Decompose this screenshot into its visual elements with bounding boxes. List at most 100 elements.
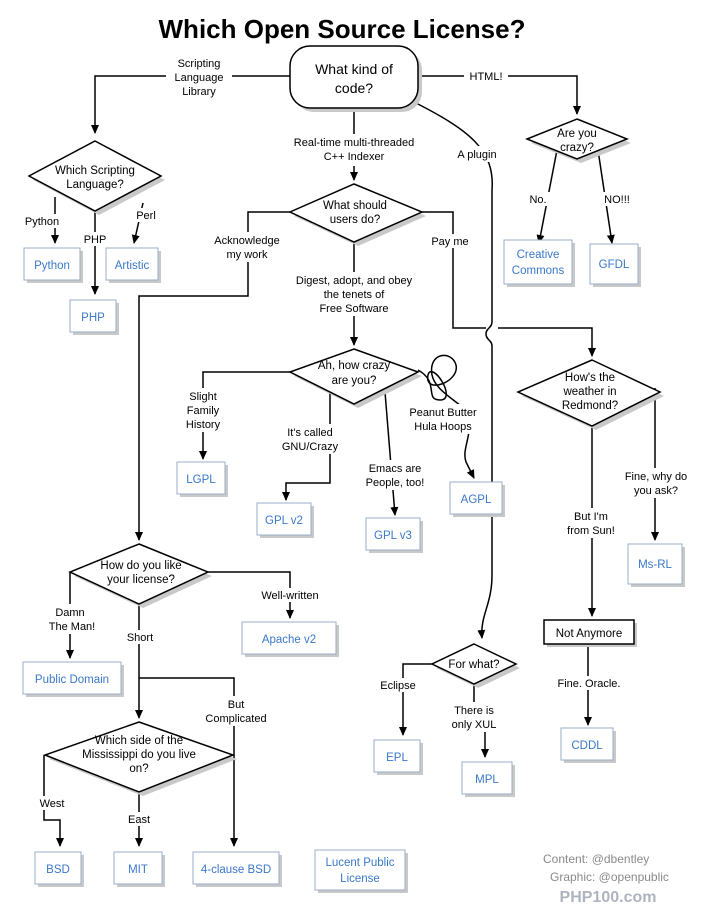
svg-text:Language?: Language? xyxy=(66,179,124,191)
svg-text:users do?: users do? xyxy=(330,214,381,226)
label-perl: Perl xyxy=(136,210,156,222)
label-acknowledge: Acknowledge xyxy=(214,235,279,247)
label-scripting-library: Scripting xyxy=(178,58,221,70)
svg-text:Python: Python xyxy=(34,260,70,272)
license-lgpl-box: LGPL xyxy=(176,461,228,497)
label-from-sun: But I'm xyxy=(574,511,608,523)
license-apache-v2-box: Apache v2 xyxy=(241,621,339,657)
svg-text:MPL: MPL xyxy=(475,774,499,786)
label-digest-adopt-obey: Digest, adopt, and obey xyxy=(296,275,413,287)
license-artistic-box: Artistic xyxy=(105,247,161,283)
license-epl-box: EPL xyxy=(373,739,423,775)
svg-text:from Sun!: from Sun! xyxy=(567,525,615,537)
license-mit-box: MIT xyxy=(113,851,165,887)
svg-text:Apache v2: Apache v2 xyxy=(262,634,316,646)
start-node-what-kind-of-code: What kind of code? xyxy=(289,45,422,112)
svg-text:my work: my work xyxy=(227,249,268,261)
license-agpl-box: AGPL xyxy=(449,481,505,517)
svg-text:MIT: MIT xyxy=(128,864,148,876)
svg-text:only XUL: only XUL xyxy=(452,719,497,731)
decision-which-side-of-mississippi: Which side of the Mississippi do you liv… xyxy=(42,721,237,796)
svg-text:4-clause BSD: 4-clause BSD xyxy=(201,864,271,876)
svg-text:crazy?: crazy? xyxy=(560,142,594,154)
license-bsd-box: BSD xyxy=(34,851,84,887)
label-short: Short xyxy=(127,632,153,644)
license-gplv2-box: GPL v2 xyxy=(256,502,314,538)
svg-text:GPL v2: GPL v2 xyxy=(265,515,303,527)
svg-text:Artistic: Artistic xyxy=(115,260,150,272)
label-east: East xyxy=(128,814,150,826)
decision-for-what: For what? xyxy=(430,643,520,688)
svg-text:AGPL: AGPL xyxy=(461,494,492,506)
svg-text:What kind of: What kind of xyxy=(315,61,393,77)
label-damn-the-man: Damn xyxy=(55,607,84,619)
license-cddl-box: CDDL xyxy=(560,727,616,763)
license-4-clause-bsd-box: 4-clause BSD xyxy=(192,851,282,887)
label-fine-why: Fine, why do xyxy=(625,471,687,483)
svg-text:you ask?: you ask? xyxy=(634,485,678,497)
license-msrl-box: Ms-RL xyxy=(627,543,685,587)
decision-which-scripting-language: Which Scripting Language? xyxy=(27,140,165,215)
label-python: Python xyxy=(25,216,59,228)
label-fine-oracle: Fine. Oracle. xyxy=(558,678,621,690)
svg-text:How do you like: How do you like xyxy=(100,560,181,572)
svg-text:Public Domain: Public Domain xyxy=(35,674,109,686)
svg-text:License: License xyxy=(340,873,380,885)
svg-text:code?: code? xyxy=(335,80,373,96)
svg-text:BSD: BSD xyxy=(46,864,70,876)
svg-text:Library: Library xyxy=(182,86,216,98)
svg-text:Ms-RL: Ms-RL xyxy=(638,559,672,571)
svg-text:GNU/Crazy: GNU/Crazy xyxy=(282,441,339,453)
decision-weather-in-redmond: How's the weather in Redmond? xyxy=(516,359,664,430)
label-emacs: Emacs are xyxy=(369,463,422,475)
edge-labels: Scripting Language Library HTML! Real-ti… xyxy=(20,56,694,826)
svg-text:PHP: PHP xyxy=(81,312,105,324)
svg-text:Which side of the: Which side of the xyxy=(95,735,183,747)
label-a-plugin: A plugin xyxy=(457,149,496,161)
license-creative-commons-box: Creative Commons xyxy=(503,239,575,287)
svg-text:Redmond?: Redmond? xyxy=(562,400,618,412)
svg-text:Are you: Are you xyxy=(557,128,597,140)
svg-text:Hula Hoops: Hula Hoops xyxy=(414,421,472,433)
license-gfdl-box: GFDL xyxy=(589,243,641,287)
license-php-box: PHP xyxy=(69,299,119,335)
label-php: PHP xyxy=(84,234,107,246)
watermark: PHP100.com xyxy=(560,889,657,906)
license-gplv3-box: GPL v3 xyxy=(365,517,423,553)
svg-text:GFDL: GFDL xyxy=(599,259,630,271)
label-no: No. xyxy=(529,194,546,206)
svg-text:People, too!: People, too! xyxy=(366,477,425,489)
svg-text:Ah, how crazy: Ah, how crazy xyxy=(318,360,390,372)
decision-how-do-you-like-your-license: How do you like your license? xyxy=(68,543,212,608)
label-html: HTML! xyxy=(470,71,503,83)
label-but-complicated: But xyxy=(228,699,245,711)
svg-text:How's the: How's the xyxy=(565,372,615,384)
credit-graphic: Graphic: @openpublic xyxy=(550,870,669,884)
svg-text:For what?: For what? xyxy=(448,659,499,671)
svg-text:Family: Family xyxy=(187,405,220,417)
license-public-domain-box: Public Domain xyxy=(22,661,124,697)
svg-text:The Man!: The Man! xyxy=(49,621,95,633)
label-slight-family-history: Slight xyxy=(189,391,217,403)
svg-text:Language: Language xyxy=(175,72,224,84)
svg-text:EPL: EPL xyxy=(386,752,408,764)
credit-content: Content: @dbentley xyxy=(543,852,649,866)
license-not-anymore-box: Not Anymore xyxy=(543,619,637,647)
label-well-written: Well-written xyxy=(261,590,318,602)
svg-text:Commons: Commons xyxy=(512,265,565,277)
credits: Content: @dbentley Graphic: @openpublic … xyxy=(543,852,669,906)
license-mpl-box: MPL xyxy=(461,761,515,797)
label-pay-me: Pay me xyxy=(431,236,468,248)
svg-text:on?: on? xyxy=(129,763,148,775)
svg-text:Creative: Creative xyxy=(517,249,560,261)
svg-text:the tenets of: the tenets of xyxy=(324,289,385,301)
page-title: Which Open Source License? xyxy=(159,14,526,44)
svg-text:Lucent Public: Lucent Public xyxy=(325,857,394,869)
svg-text:What should: What should xyxy=(323,200,387,212)
label-realtime-indexer: Real-time multi-threaded xyxy=(294,137,414,149)
label-gnu-crazy: It's called xyxy=(287,427,333,439)
label-only-xul: There is xyxy=(454,705,494,717)
decision-how-crazy-are-you: Ah, how crazy are you? xyxy=(288,348,422,408)
